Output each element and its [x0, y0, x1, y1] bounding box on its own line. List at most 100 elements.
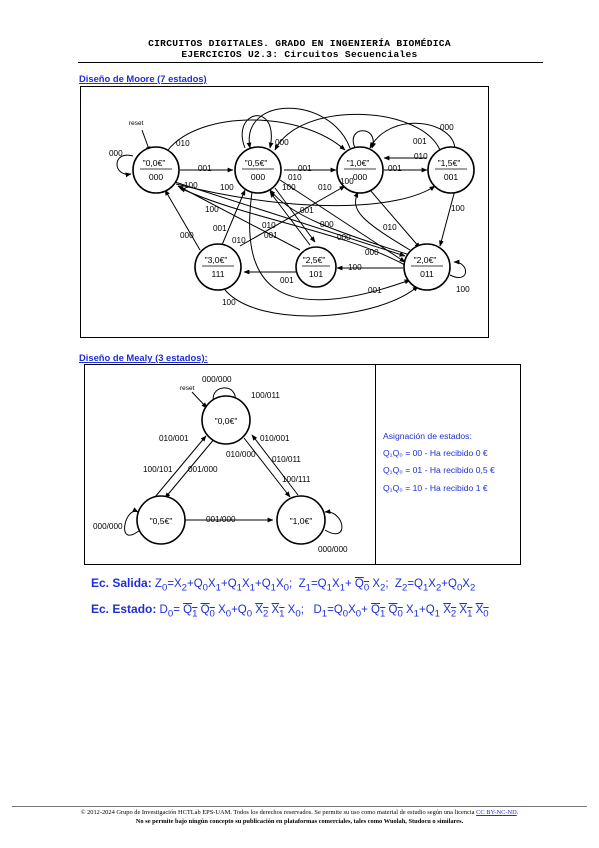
mealy-reset-arrow: [191, 391, 208, 409]
moore-edge: [246, 107, 351, 149]
moore-edge-label: 010: [318, 183, 332, 192]
moore-edge-label: 010: [288, 173, 302, 182]
moore-edge-label: 001: [368, 286, 382, 295]
mealy-state-circle: [276, 495, 326, 545]
moore-edge-label: 100: [348, 263, 362, 272]
moore-state-circle: [132, 146, 180, 194]
license-link[interactable]: CC BY-NC-ND: [476, 809, 517, 816]
moore-state-code: 101: [309, 269, 324, 279]
assignment-row: Q₁Q₀ = 00 - Ha recibido 0 €: [383, 448, 488, 458]
moore-edge: [175, 183, 436, 207]
moore-state-name: "0,5€": [245, 158, 268, 168]
moore-edge: [224, 285, 419, 317]
mealy-state-circle: [136, 495, 186, 545]
moore-edge: [369, 122, 456, 151]
moore-edge: [116, 154, 134, 178]
moore-edge-label: 000: [337, 233, 351, 242]
document-subtitle: EJERCICIOS U2.3: Circuitos Secuenciales: [181, 49, 418, 60]
moore-edge: [274, 187, 316, 243]
moore-edge: [369, 189, 421, 249]
moore-edge-label: 001: [388, 164, 402, 173]
mealy-edge-label: 010/011: [272, 455, 301, 464]
state-equation: Ec. Estado: D0= Q1 Q0 X0+Q0 X2 X1 X0; D1…: [91, 602, 489, 620]
moore-state-circle: [234, 146, 282, 194]
moore-state-code: 111: [211, 269, 224, 279]
assignment-title: Asignación de estados:: [383, 431, 472, 441]
moore-edge-label: 001: [298, 164, 312, 173]
mealy-reset-label: reset: [180, 385, 195, 392]
moore-edge-label: 010: [232, 236, 246, 245]
mealy-edge: [164, 437, 216, 499]
mealy-edge-label: 010/001: [260, 434, 290, 443]
footer-notice: No se permite bajo ningún concepto su pu…: [135, 818, 464, 825]
mealy-edge-label: 100/011: [251, 391, 280, 400]
moore-edge-label: 000: [109, 149, 123, 158]
moore-state-name: "0,0€": [143, 158, 166, 168]
mealy-edge-label: 010/001: [159, 434, 189, 443]
moore-edge: [164, 189, 201, 251]
moore-edge-label: 100: [205, 205, 219, 214]
moore-edge-label: 100: [456, 285, 470, 294]
moore-edge-label: 010: [262, 221, 276, 230]
moore-edge-label: 010: [383, 223, 397, 232]
moore-state-name: "1,0€": [347, 158, 370, 168]
mealy-edge: [251, 434, 299, 496]
moore-state-circle: [427, 146, 475, 194]
moore-edge: [449, 259, 466, 278]
assignment-row: Q₁Q₀ = 01 - Ha recibido 0,5 €: [383, 465, 495, 475]
mealy-edge-label: 100/101: [143, 465, 173, 474]
moore-edge-label: 000: [180, 231, 194, 240]
moore-state-name: "2,0€": [414, 255, 437, 265]
footer-rule: [12, 806, 587, 807]
moore-reset-label: reset: [129, 120, 144, 127]
mealy-state-name: "0,5€": [150, 516, 173, 526]
mealy-edge: [243, 437, 291, 498]
moore-edge-label: 010: [176, 139, 190, 148]
moore-edge-label: 100: [340, 177, 354, 186]
mealy-state-name: "0,0€": [215, 416, 238, 426]
mealy-edge: [324, 509, 343, 535]
output-equation: Ec. Salida: Z0=X2+Q0X1+Q1X1+Q1X0; Z1=Q1X…: [91, 576, 476, 594]
moore-state-name: "3,0€": [205, 255, 228, 265]
moore-title: Diseño de Moore (7 estados): [79, 73, 207, 84]
moore-edge-label: 001: [213, 224, 227, 233]
mealy-state-name: "1,0€": [290, 516, 313, 526]
moore-edge-label: 100: [451, 204, 465, 213]
mealy-edge-label: 001/000: [206, 515, 236, 524]
header-rule: [78, 62, 543, 63]
moore-state-code: 001: [444, 172, 459, 182]
moore-edge: [269, 189, 411, 256]
moore-edge: [241, 115, 274, 149]
moore-edge-label: 000: [275, 138, 289, 147]
moore-edge: [249, 191, 411, 301]
mealy-divider: [375, 364, 376, 565]
moore-edge: [274, 113, 441, 151]
footer-copyright: © 2012-2024 Grupo de Investigación HCTLa…: [80, 809, 519, 816]
mealy-edge-label: 001/000: [188, 465, 218, 474]
moore-edge-label: 000: [365, 248, 379, 257]
mealy-edge-label: 010/000: [226, 450, 256, 459]
document-title: CIRCUITOS DIGITALES. GRADO EN INGENIERÍA…: [148, 38, 451, 49]
mealy-edge: [124, 507, 141, 536]
moore-edge: [353, 191, 411, 251]
moore-state-name: "1,5€": [438, 158, 461, 168]
moore-edge: [221, 189, 246, 246]
mealy-state-circle: [201, 395, 251, 445]
mealy-edge-label: 000/000: [202, 375, 232, 384]
mealy-edge-label: 000/000: [93, 522, 123, 531]
assignment-row: Q₁Q₀ = 10 - Ha recibido 1 €: [383, 483, 488, 493]
moore-edge-label: 001: [300, 206, 314, 215]
moore-edge: [177, 185, 301, 251]
moore-edge: [352, 130, 377, 149]
output-equation-label: Ec. Salida:: [91, 576, 152, 590]
moore-edge: [439, 189, 456, 247]
moore-diagram-frame: [80, 86, 489, 338]
moore-edge-label: 000: [320, 220, 334, 229]
moore-state-code: 011: [420, 269, 434, 279]
moore-state-circle: [194, 243, 242, 291]
mealy-edge: [154, 435, 207, 498]
mealy-edge-label: 000/000: [318, 545, 348, 554]
mealy-frame: [84, 364, 521, 565]
moore-state-circle: [403, 243, 451, 291]
